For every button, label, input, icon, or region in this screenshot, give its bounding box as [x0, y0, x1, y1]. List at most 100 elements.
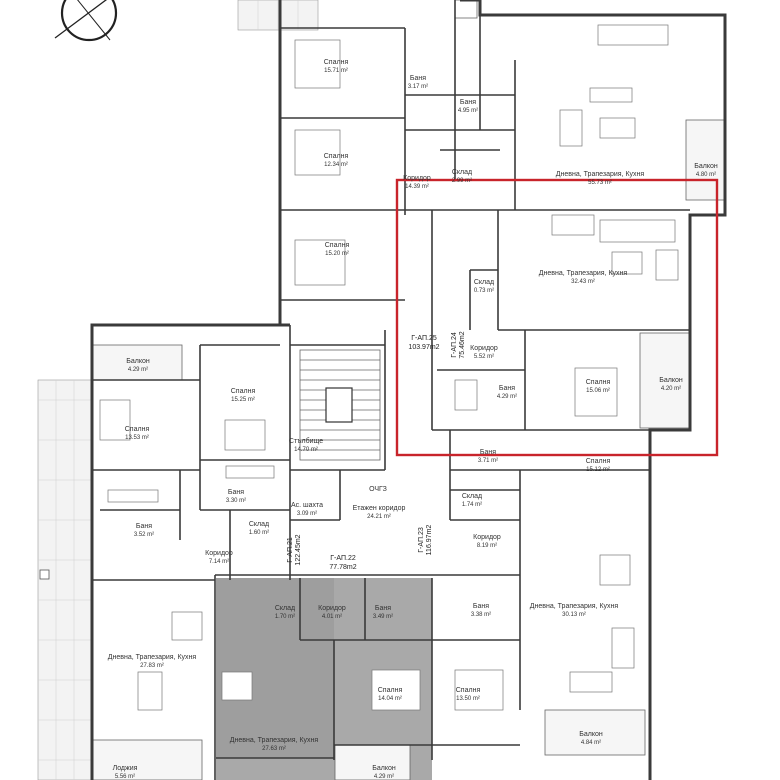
room-label: Склад 0.73 m²: [474, 279, 494, 294]
svg-text:Баня: Баня: [136, 523, 152, 530]
svg-text:13.53 m²: 13.53 m²: [125, 435, 149, 441]
room-label: Спалня 15.20 m²: [325, 242, 350, 257]
room-label: Спалня 14.04 m²: [378, 687, 403, 702]
svg-text:Коридор: Коридор: [470, 345, 498, 352]
room-label: Коридор 5.52 m²: [470, 345, 498, 360]
svg-text:Дневна, Трапезария, Кухня: Дневна, Трапезария, Кухня: [556, 171, 645, 178]
room-label: Склад 2.99 m²: [452, 169, 472, 184]
svg-text:Баня: Баня: [228, 489, 244, 496]
svg-text:75.46m2: 75.46m2: [459, 331, 466, 358]
svg-text:Склад: Склад: [452, 169, 472, 176]
room-label: Баня 3.71 m²: [478, 449, 498, 464]
svg-text:Г-АП.24: Г-АП.24: [451, 332, 458, 358]
room-label: Ас. шахта 3.09 m²: [291, 502, 323, 517]
svg-text:7.14 m²: 7.14 m²: [209, 559, 229, 565]
svg-text:15.12 m²: 15.12 m²: [586, 467, 610, 473]
svg-text:27.63 m²: 27.63 m²: [262, 746, 286, 752]
svg-text:Дневна, Трапезария, Кухня: Дневна, Трапезария, Кухня: [530, 603, 619, 610]
svg-text:1.70 m²: 1.70 m²: [275, 614, 295, 620]
svg-text:3.71 m²: 3.71 m²: [478, 458, 498, 464]
svg-text:Баня: Баня: [480, 449, 496, 456]
svg-text:14.70 m²: 14.70 m²: [294, 447, 318, 453]
room-label: Баня 4.29 m²: [497, 385, 517, 400]
svg-text:32.43 m²: 32.43 m²: [571, 279, 595, 285]
svg-text:4.29 m²: 4.29 m²: [374, 774, 394, 780]
svg-text:Склад: Склад: [474, 279, 494, 286]
svg-text:14.04 m²: 14.04 m²: [378, 696, 402, 702]
balconies: [91, 119, 727, 780]
svg-text:15.06 m²: 15.06 m²: [586, 388, 610, 394]
room-label: Дневна, Трапезария, Кухня 30.13 m²: [530, 603, 619, 618]
staircase: [299, 349, 381, 461]
svg-text:5.56 m²: 5.56 m²: [115, 774, 135, 780]
svg-text:Баня: Баня: [473, 603, 489, 610]
room-label: Лоджия 5.56 m²: [113, 765, 138, 780]
svg-text:Коридор: Коридор: [318, 605, 346, 612]
svg-text:4.29 m²: 4.29 m²: [497, 394, 517, 400]
svg-text:4.84 m²: 4.84 m²: [581, 740, 601, 746]
svg-text:Спалня: Спалня: [586, 458, 611, 465]
room-label: Баня 4.95 m²: [458, 99, 478, 114]
svg-text:Баня: Баня: [499, 385, 515, 392]
svg-text:Коридор: Коридор: [473, 534, 501, 541]
svg-text:Спалня: Спалня: [586, 379, 611, 386]
svg-text:Дневна, Трапезария, Кухня: Дневна, Трапезария, Кухня: [230, 737, 319, 744]
svg-text:Г-АП.22: Г-АП.22: [330, 555, 356, 562]
svg-text:2.99 m²: 2.99 m²: [452, 178, 472, 184]
svg-text:Баня: Баня: [410, 75, 426, 82]
common-area-label: ОЧГЗ: [369, 486, 387, 493]
svg-text:12.34 m²: 12.34 m²: [324, 162, 348, 168]
svg-text:3.09 m²: 3.09 m²: [297, 511, 317, 517]
svg-text:14.39 m²: 14.39 m²: [405, 184, 429, 190]
svg-text:0.73 m²: 0.73 m²: [474, 288, 494, 294]
svg-text:13.50 m²: 13.50 m²: [456, 696, 480, 702]
svg-text:Баня: Баня: [460, 99, 476, 106]
svg-text:30.13 m²: 30.13 m²: [562, 612, 586, 618]
svg-text:15.20 m²: 15.20 m²: [325, 251, 349, 257]
svg-text:4.01 m²: 4.01 m²: [322, 614, 342, 620]
terrace-left: [37, 379, 93, 780]
svg-text:Спалня: Спалня: [324, 153, 349, 160]
svg-text:Спалня: Спалня: [325, 242, 350, 249]
svg-text:15.25 m²: 15.25 m²: [231, 397, 255, 403]
svg-text:4.20 m²: 4.20 m²: [661, 386, 681, 392]
svg-text:1.74 m²: 1.74 m²: [462, 502, 482, 508]
selected-apartment-frame[interactable]: [395, 178, 719, 457]
svg-text:Ас. шахта: Ас. шахта: [291, 502, 323, 509]
svg-text:Лоджия: Лоджия: [113, 765, 138, 772]
svg-text:Склад: Склад: [249, 521, 269, 528]
svg-text:5.52 m²: 5.52 m²: [474, 354, 494, 360]
svg-text:Г-АП.25: Г-АП.25: [411, 335, 437, 342]
room-label: Склад 1.74 m²: [462, 493, 482, 508]
svg-text:Етажен коридор: Етажен коридор: [353, 505, 406, 512]
svg-text:Склад: Склад: [462, 493, 482, 500]
svg-text:27.83 m²: 27.83 m²: [140, 663, 164, 669]
svg-text:4.95 m²: 4.95 m²: [458, 108, 478, 114]
room-label: Спалня 15.06 m²: [586, 379, 611, 394]
svg-text:Спалня: Спалня: [378, 687, 403, 694]
svg-text:Г-АП.23: Г-АП.23: [418, 527, 425, 553]
svg-text:Балкон: Балкон: [126, 358, 150, 365]
room-label: Спалня 15.12 m²: [586, 458, 611, 473]
svg-text:3.17 m²: 3.17 m²: [408, 84, 428, 90]
